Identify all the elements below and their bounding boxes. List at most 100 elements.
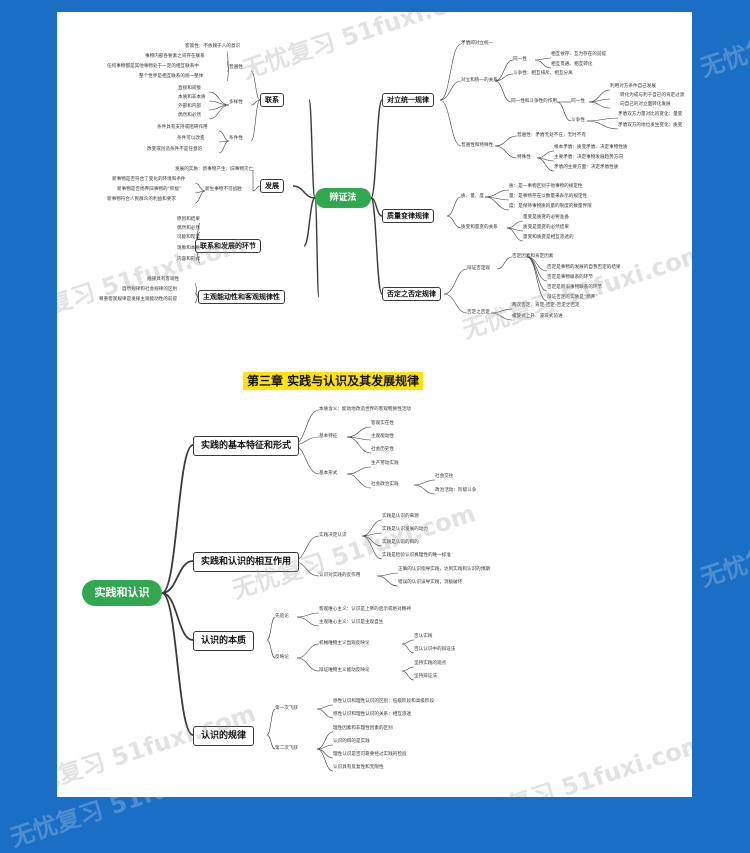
node-interaction: 实践和认识的相互作用 (193, 552, 300, 572)
connector-line (346, 436, 372, 454)
essence-branch: 反映论 (275, 655, 289, 660)
qual-leaf: 度：是保持事物质的量的限度的数量界限 (509, 204, 592, 209)
connector-line (346, 473, 372, 489)
node-subjective-objective: 主观能动性和客观规律性 (198, 290, 285, 304)
link-leaf: 条件具有支持或阻碍作用 (157, 125, 208, 130)
link-leaf: 客观性：不依赖于人的意识 (185, 44, 241, 49)
neg-leaf: 否定因素和肯定因素 (512, 254, 554, 259)
connector-line (316, 708, 334, 719)
subj-leaf: 自然规律和社会规律的区别 (122, 287, 178, 292)
mindmap-sheet: 辩证法 联系 发展 联系和发展的环节 主观能动性和客观规律性 对立统一规律 质量… (57, 12, 692, 797)
interact-branch: 认识对实践的反作用 (319, 573, 361, 578)
connector-line (490, 308, 513, 314)
connector-line (401, 643, 415, 654)
watermark: 无忧复习 51fuxi.com (696, 0, 750, 83)
unity-leaf: 矛盾的主要方面：决定矛盾性质 (554, 165, 619, 170)
essence-leaf: 主观唯心主义：认识是主观自生 (319, 620, 384, 625)
connector-line (316, 748, 334, 772)
connector-line (226, 70, 230, 82)
chapter-title: 第三章 实践与认识及其发展规律 (243, 372, 424, 390)
root-node-practice-cognition: 实践和认识 (82, 580, 162, 606)
node-quality-quantity: 质量变律规律 (382, 209, 434, 223)
unity-leaf: 斗争性 (571, 118, 585, 123)
connector-line (413, 484, 436, 495)
connector-line (296, 657, 320, 672)
practice-leaf: 社会交往 (435, 474, 454, 479)
link-leaf: 整个世界是相互联系的统一整体 (139, 74, 204, 79)
connector-line (586, 117, 619, 122)
interact-leaf: 实践是认识的目的 (382, 540, 419, 545)
connector-line (494, 59, 514, 82)
dev-leaf: 新事物是否符合了变化的环境和条件 (112, 177, 186, 182)
unity-leaf: 相互贯通、相互转化 (551, 62, 593, 67)
connector-line (218, 130, 230, 142)
law-leaf: 认识的目的是实践 (333, 739, 370, 744)
qual-leaf: 量变和质变是相互渗透的 (523, 235, 574, 240)
neg-leaf: 否定是新旧事物联系的环节 (547, 285, 603, 290)
connector-line (446, 196, 462, 217)
practice-leaf: 本质含义：能动地改造世界的客观物质性活动 (319, 407, 411, 412)
unity-leaf: 转化为成与利于自己的肯定过渡 (620, 93, 685, 98)
connector-line (266, 734, 276, 750)
qual-leaf: 量：是事物存在以数量来表示的规定性 (509, 194, 588, 199)
connector-line (218, 140, 230, 154)
connector-line (316, 704, 334, 710)
law-leaf: 感性认识和理性认识的区别：低级阶段和高级阶段 (333, 699, 435, 704)
connector-line (413, 479, 436, 486)
loop-leaf: 偶然和必然 (177, 226, 200, 231)
law-leaf: 理性因素和非理性因素的区别 (333, 726, 393, 731)
node-link: 联系 (260, 93, 284, 107)
interact-leaf: 错误的认识误导实践，消极破坏 (398, 580, 463, 585)
neg-leaf: 辩证否定的实质是“扬弃” (547, 295, 598, 300)
unity-leaf: 根本矛盾：质变矛盾、决定事物性质 (554, 145, 628, 150)
node-unity-of-opposites: 对立统一规律 (382, 93, 434, 107)
connector-line (346, 466, 372, 475)
practice-leaf: 社会历史性 (371, 447, 394, 452)
connector-line (266, 708, 276, 736)
interact-leaf: 实践是认识的来源 (382, 514, 419, 519)
connector-line (161, 592, 194, 736)
practice-branch: 基本形式 (319, 471, 338, 476)
link-leaf: 条件可以改变 (177, 136, 205, 141)
link-leaf: 改变或创造条件不是任意的 (147, 147, 203, 152)
loop-leaf: 现象和本质 (177, 246, 200, 251)
neg-leaf: 螺旋式上升、波浪式前进 (512, 314, 563, 319)
connector-line (361, 519, 383, 537)
qual-leaf: 质：是一事物区别于他事物的规定性 (509, 184, 583, 189)
unity-branch: 普遍性和特殊性 (461, 143, 494, 148)
unity-leaf: 主要矛盾：决定事物发展趋势方向 (554, 155, 623, 160)
subj-leaf: 规律具有客观性 (147, 277, 180, 282)
law-leaf: 理性认识是否可靠要经过实践的检验 (333, 752, 407, 757)
root-node-dialectics: 辩证法 (315, 188, 371, 208)
unity-leaf: 特殊性 (517, 155, 531, 160)
connector-line (303, 197, 316, 247)
connector-line (361, 532, 383, 537)
practice-leaf: 社会政治实践 (371, 482, 399, 487)
connector-line (506, 220, 524, 229)
unity-leaf: 普遍性：矛盾无处不在，无时不有 (517, 133, 586, 138)
connector-line (494, 135, 518, 147)
dev-leaf: 新事物是否扬弃旧事物的“积极” (117, 187, 182, 192)
connector-line (526, 256, 548, 292)
connector-line (484, 189, 510, 198)
connector-line (266, 639, 276, 659)
practice-leaf: 政治活动：阶级斗争 (435, 488, 477, 493)
connector-line (586, 120, 619, 130)
unity-leaf: 相互依存、互为存在的前提 (551, 52, 607, 57)
connector-line (534, 59, 552, 69)
node-negation-of-negation: 否定之否定规律 (382, 287, 441, 301)
node-link-and-development-links: 联系和发展的环节 (195, 239, 261, 253)
connector-line (194, 296, 199, 304)
qual-leaf: 质变是量变的必然结果 (523, 225, 569, 230)
connector-line (376, 575, 399, 587)
connector-line (250, 99, 261, 106)
connector-line (361, 535, 383, 560)
connector-line (250, 70, 261, 101)
unity-leaf: 斗争性：相互排斥、相互分离 (513, 71, 573, 76)
neg-leaf: 否定是事物联系的环节 (547, 275, 593, 280)
interact-leaf: 实践是检验认识真理性的唯一标准 (382, 553, 451, 558)
qual-leaf: 量变是质变的必要准备 (523, 215, 569, 220)
loop-leaf: 内容和形式 (177, 257, 200, 262)
connector-line (292, 185, 316, 199)
connector-line (316, 744, 334, 750)
